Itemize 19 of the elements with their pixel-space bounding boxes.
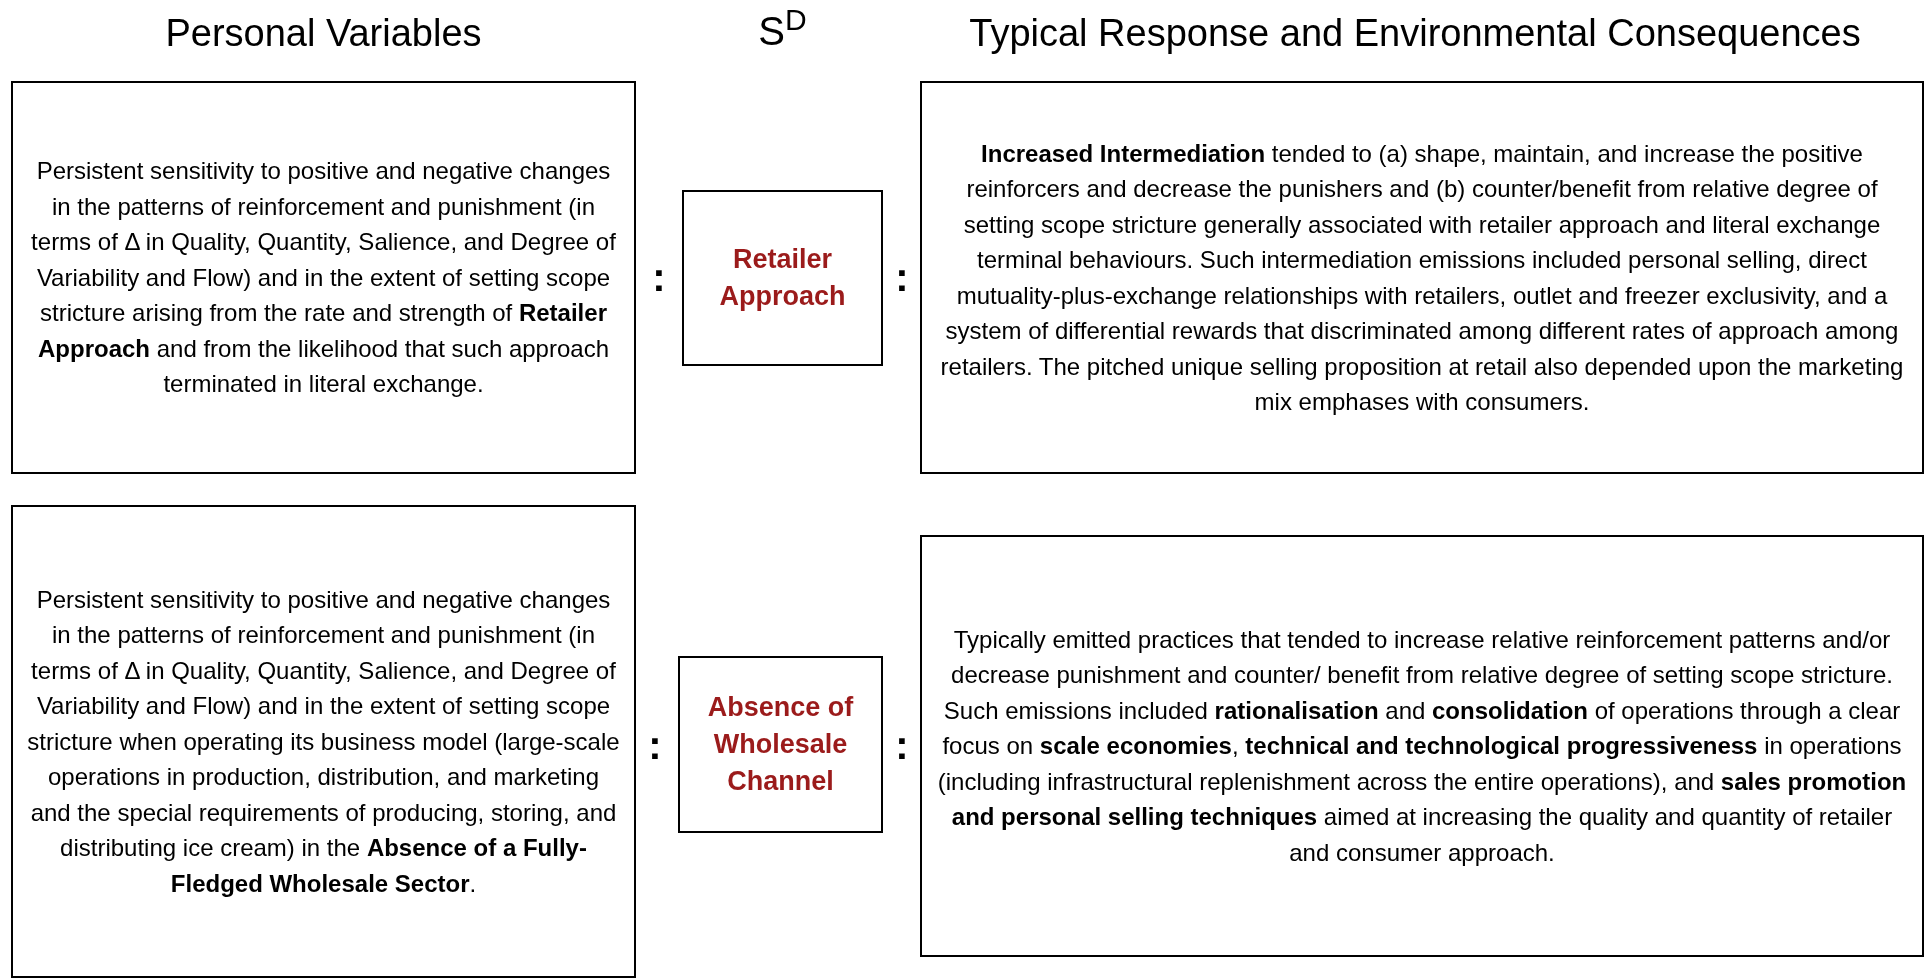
stimulus-box	[682, 190, 883, 366]
description-text: Typically emitted practices that tended to increase relative reinforcement patterns and/or decrease punishment and counter/ benefit from relative degree of setting scope stricture. Such emissions included rationalisation and consolidation of operations through a clear focus on scale economies, technical and technological progressiveness in operations (including infrastructural replenishment across the entire operations), and sales promotion and personal selling techniques aimed at increasing the quality and quantity of retailer and consumer approach.	[936, 624, 1908, 868]
text-box	[11, 81, 636, 474]
colon-separator: :	[894, 722, 910, 769]
description-text: Increased Intermediation tended to (a) shape, maintain, and increase the positive reinforcers and decrease the punishers and (b) counter/benefit from relative degree of setting scope stricture generally associated with retailer approach and literal exchange terminal behaviours. Such intermediation emissions included personal selling, direct mutuality-plus-exchange relationships with retailers, outlet and freezer exclusivity, and a system of differential rewards that discriminated among different rates of approach among retailers. The pitched unique selling proposition at retail also depended upon the marketing mix emphases with consumers.	[939, 138, 1905, 417]
column-heading: Typical Response and Environmental Consequences	[968, 11, 1862, 56]
column-heading: Personal Variables	[164, 11, 483, 56]
colon-separator: :	[894, 254, 910, 301]
text-box	[920, 535, 1924, 957]
stimulus-box	[678, 656, 883, 833]
text-box	[11, 505, 636, 978]
description-text: Persistent sensitivity to positive and negative changes in the patterns of reinforcement and punishment (in terms of Δ in Quality, Quantity, Salience, and Degree of Variability and Flow) and in the extent of setting scope stricture when operating its business model (large-scale operations in production, distribution, and marketing and the special requirements of producing, storing, and distributing ice cream) in the Absence of a Fully-Fledged Wholesale Sector.	[26, 584, 621, 899]
colon-separator: :	[647, 722, 663, 769]
stimulus-label: Retailer Approach	[718, 243, 847, 313]
column-heading: S$^{D}$	[757, 6, 808, 55]
colon-separator: :	[651, 254, 667, 301]
stimulus-label: Absence of Wholesale Channel	[706, 691, 855, 798]
text-box	[920, 81, 1924, 474]
description-text: Persistent sensitivity to positive and negative changes in the patterns of reinforcement and punishment (in terms of Δ in Quality, Quantity, Salience, and Degree of Variability and Flow) and in the extent of setting scope stricture arising from the rate and strength of Retailer Approach and from the likelihood that such approach terminated in literal exchange.	[30, 156, 617, 400]
